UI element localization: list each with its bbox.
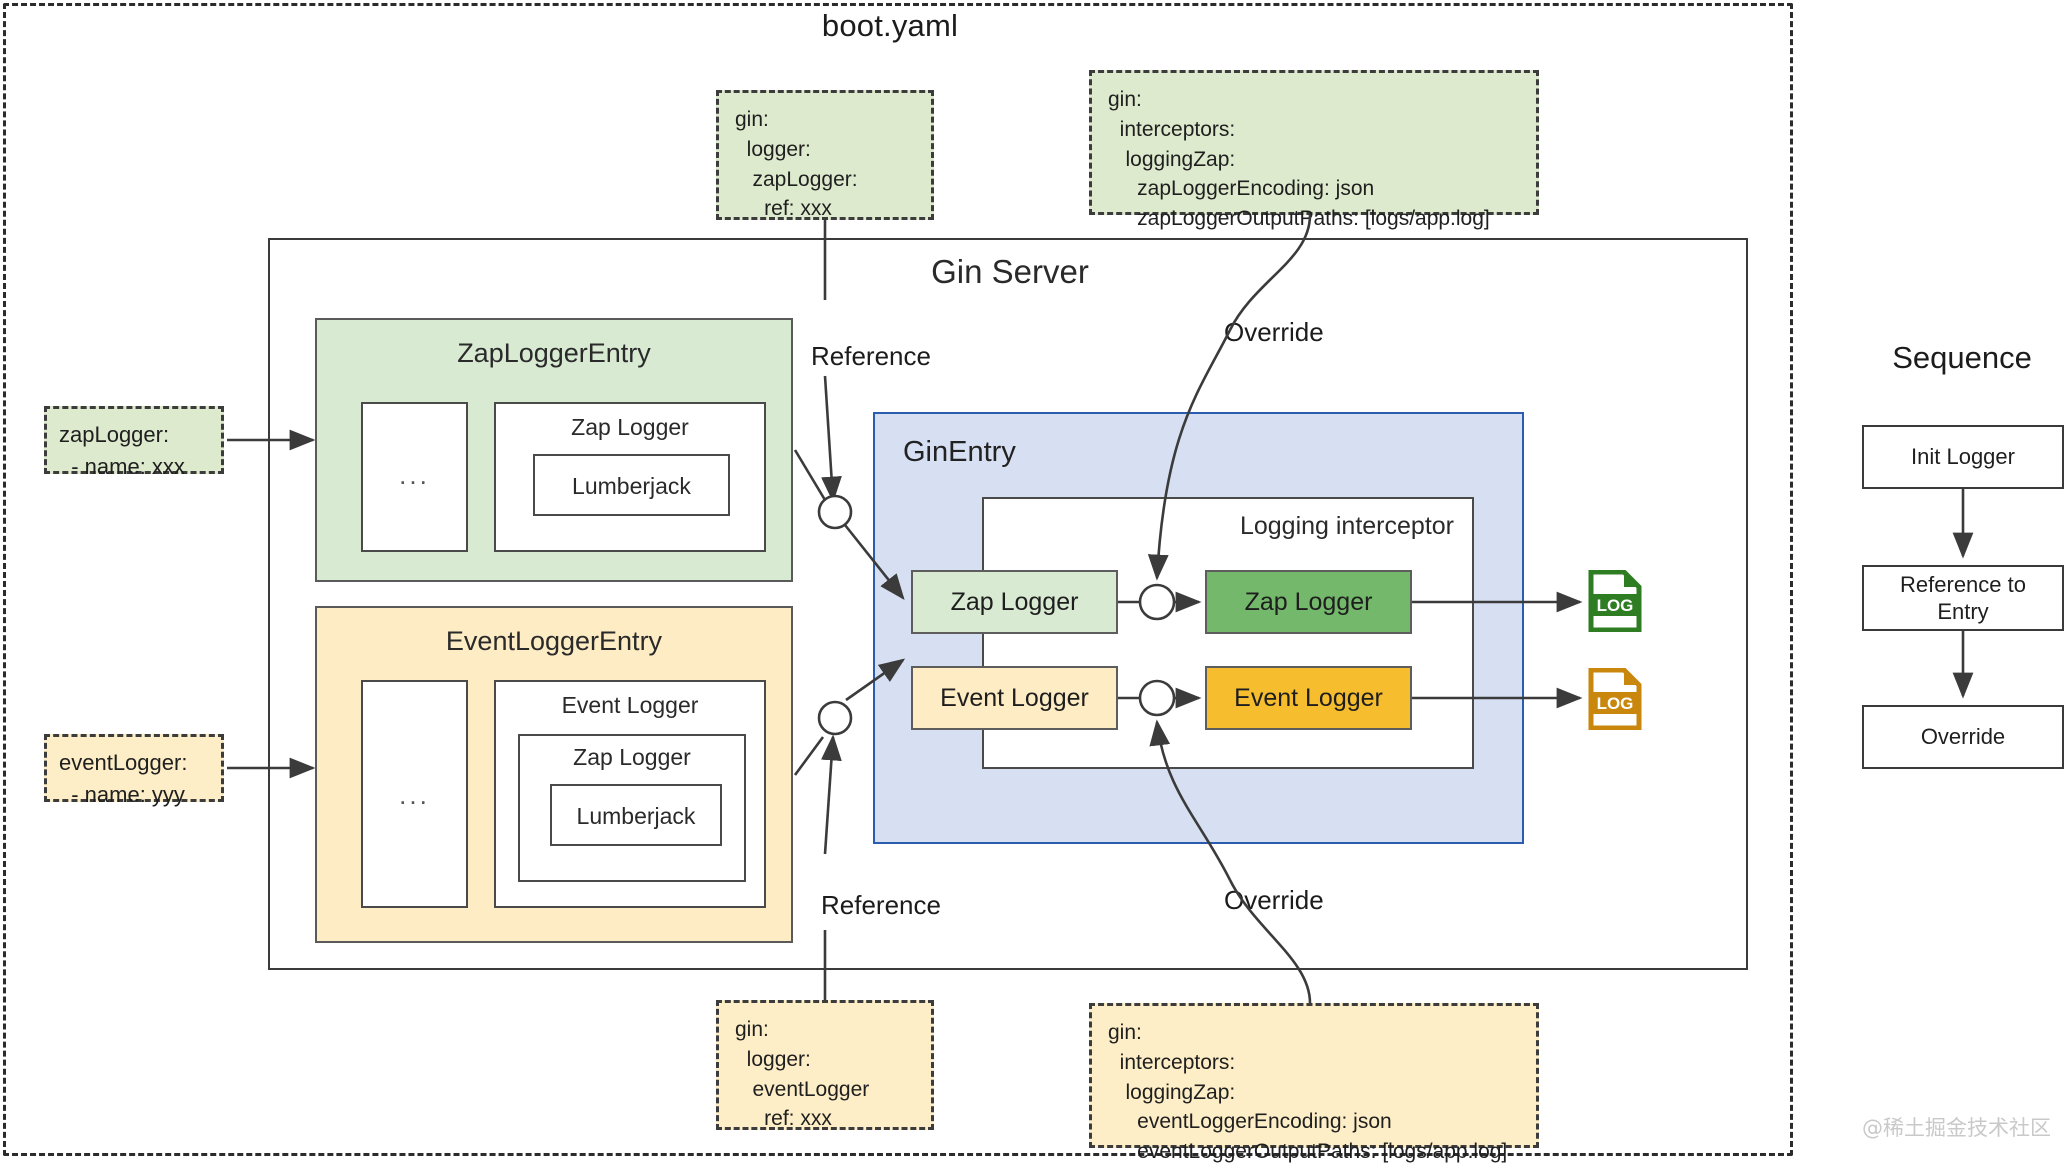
boot-yaml-frame bbox=[3, 3, 1793, 1156]
event-logger-box: Event Logger Zap Logger Lumberjack bbox=[494, 680, 766, 908]
event-lumberjack-box: Lumberjack bbox=[550, 784, 722, 846]
zap-reference-yaml: gin: logger: zapLogger: ref: xxx bbox=[716, 90, 934, 220]
override-top-label: Override bbox=[1224, 317, 1324, 347]
zap-logger-entry-title: ZapLoggerEntry bbox=[457, 338, 651, 368]
zap-log-file-icon: LOG bbox=[1588, 569, 1642, 633]
event-reference-yaml: gin: logger: eventLogger ref: xxx bbox=[716, 1000, 934, 1130]
watermark: @稀土掘金技术社区 bbox=[1862, 1116, 2051, 1140]
sequence-step-override[interactable]: Override bbox=[1862, 705, 2064, 769]
sequence-step-reference-to-entry[interactable]: Reference to Entry bbox=[1862, 565, 2064, 631]
zap-lumberjack-label: Lumberjack bbox=[572, 473, 691, 499]
reference-top-label: Reference bbox=[811, 341, 931, 371]
gin-entry-title: GinEntry bbox=[903, 436, 1016, 468]
event-logger-entry-title: EventLoggerEntry bbox=[445, 626, 663, 656]
event-inner-zap-logger-box: Zap Logger Lumberjack bbox=[518, 734, 746, 882]
event-override-yaml: gin: interceptors: loggingZap: eventLogg… bbox=[1089, 1003, 1539, 1163]
event-lumberjack-label: Lumberjack bbox=[576, 803, 696, 829]
gin-entry-zap-logger-chip[interactable]: Zap Logger bbox=[911, 570, 1118, 634]
override-bottom-label: Override bbox=[1224, 885, 1324, 915]
sequence-title: Sequence bbox=[1892, 340, 2032, 375]
zap-logger-box: Zap Logger Lumberjack bbox=[494, 402, 766, 552]
event-logger-entry-card: EventLoggerEntry ... Event Logger Zap Lo… bbox=[315, 606, 793, 943]
gin-server-title: Gin Server bbox=[931, 253, 1089, 290]
zap-entry-ellipsis-box: ... bbox=[361, 402, 468, 552]
event-log-file-icon: LOG bbox=[1588, 667, 1642, 731]
gin-entry-event-logger-chip[interactable]: Event Logger bbox=[911, 666, 1118, 730]
logging-interceptor-title: Logging interceptor bbox=[1239, 512, 1454, 540]
event-entry-ellipsis: ... bbox=[399, 780, 430, 810]
sequence-step-reference-to-entry-label: Reference to Entry bbox=[1900, 571, 2026, 625]
zap-entry-ellipsis: ... bbox=[399, 460, 430, 490]
zap-lumberjack-box: Lumberjack bbox=[533, 454, 730, 516]
interceptor-zap-logger-chip[interactable]: Zap Logger bbox=[1205, 570, 1412, 634]
interceptor-event-logger-chip[interactable]: Event Logger bbox=[1205, 666, 1412, 730]
event-inner-zap-logger-label: Zap Logger bbox=[573, 744, 691, 770]
page-title: boot.yaml bbox=[821, 8, 959, 43]
zap-override-yaml: gin: interceptors: loggingZap: zapLogger… bbox=[1089, 70, 1539, 230]
zap-logger-box-label: Zap Logger bbox=[571, 414, 689, 440]
event-logger-name-tag: eventLogger: - name: yyy bbox=[44, 734, 224, 807]
zap-logger-name-tag: zapLogger: - name: xxx bbox=[44, 406, 224, 479]
sequence-step-init-logger[interactable]: Init Logger bbox=[1862, 425, 2064, 489]
svg-text:LOG: LOG bbox=[1597, 694, 1634, 713]
event-entry-ellipsis-box: ... bbox=[361, 680, 468, 908]
reference-bottom-label: Reference bbox=[821, 890, 941, 920]
svg-text:LOG: LOG bbox=[1597, 596, 1634, 615]
event-logger-box-label: Event Logger bbox=[561, 692, 699, 718]
zap-logger-entry-card: ZapLoggerEntry ... Zap Logger Lumberjack bbox=[315, 318, 793, 582]
